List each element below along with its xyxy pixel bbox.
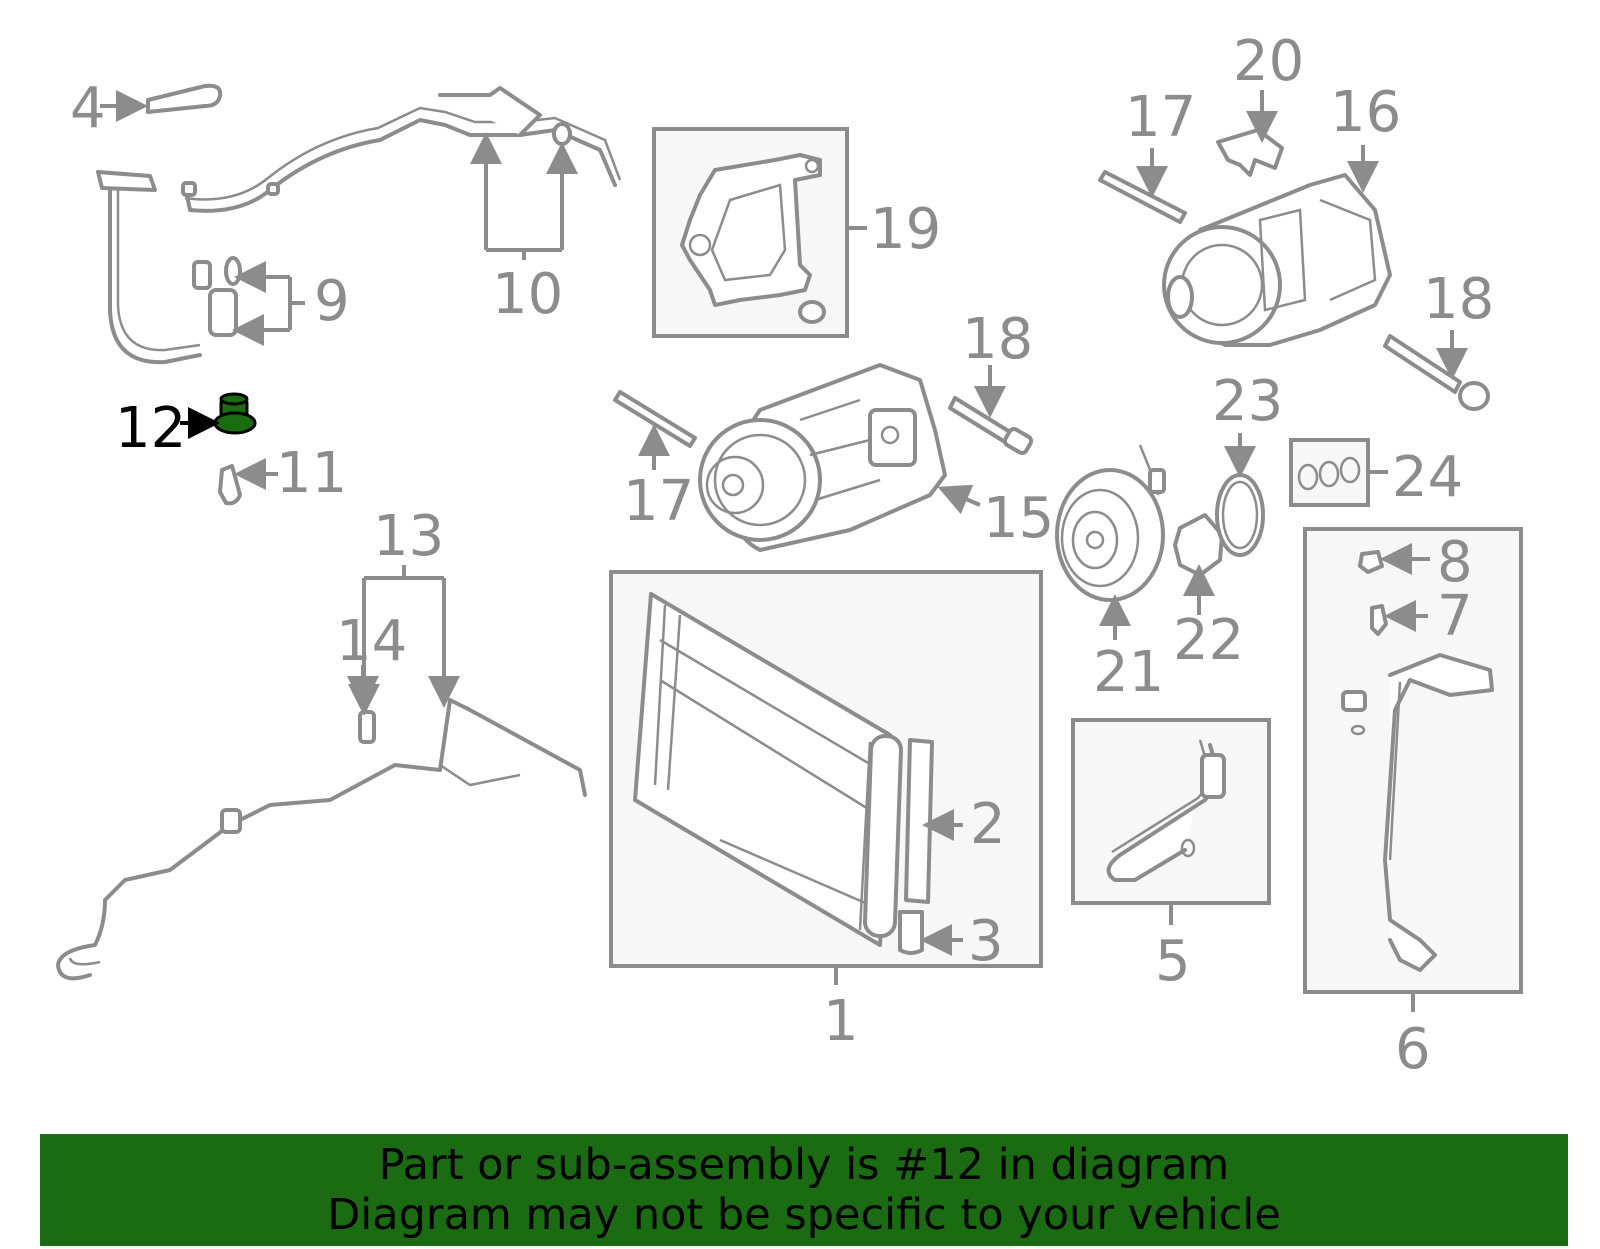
label-23: 23 [1212, 369, 1283, 434]
part-18-bolt-right [1383, 330, 1490, 411]
label-11: 11 [276, 441, 347, 506]
label-1: 1 [823, 989, 859, 1054]
part-19 [652, 127, 867, 338]
label-10: 10 [492, 262, 563, 327]
label-17-right: 17 [1125, 85, 1196, 150]
part-21 [1055, 444, 1166, 640]
label-6: 6 [1395, 1017, 1431, 1082]
banner-line-1: Part or sub-assembly is #12 in diagram [378, 1140, 1230, 1190]
label-17-left: 17 [623, 469, 694, 534]
label-3: 3 [968, 909, 1004, 974]
label-21: 21 [1093, 640, 1164, 705]
label-12: 12 [115, 396, 186, 461]
label-13: 13 [373, 504, 444, 569]
callout-10 [470, 132, 578, 260]
label-4: 4 [70, 76, 106, 141]
part-1 [609, 570, 1043, 985]
part-13 [56, 565, 587, 981]
label-14: 14 [336, 609, 407, 674]
info-banner: Part or sub-assembly is #12 in diagram D… [40, 1134, 1568, 1246]
part-6 [1303, 527, 1523, 1012]
callout-9 [232, 261, 305, 346]
label-7: 7 [1437, 584, 1473, 649]
label-group: 1 2 3 4 5 6 7 8 9 10 11 12 13 14 15 16 1… [70, 29, 1494, 1082]
part-4 [100, 83, 223, 122]
part-15 [698, 363, 981, 552]
part-12-highlighted [180, 392, 257, 439]
label-2: 2 [970, 792, 1006, 857]
label-8: 8 [1437, 530, 1473, 595]
label-19: 19 [870, 197, 941, 262]
label-5: 5 [1155, 929, 1191, 994]
part-23 [1215, 433, 1265, 557]
part-5 [1071, 718, 1271, 925]
label-9: 9 [314, 269, 350, 334]
part-18-bolt-mid [948, 365, 1034, 455]
label-15: 15 [983, 486, 1054, 551]
part-22 [1173, 513, 1224, 615]
part-10-hose [96, 86, 622, 365]
label-20: 20 [1233, 29, 1304, 94]
part-17-bolt-right [1098, 148, 1187, 224]
label-16: 16 [1330, 80, 1401, 145]
part-11 [218, 458, 278, 506]
label-18-mid: 18 [962, 307, 1033, 372]
part-17-bolt-left [613, 390, 697, 470]
part-20 [1216, 90, 1284, 177]
label-22: 22 [1173, 608, 1244, 673]
label-24: 24 [1392, 445, 1463, 510]
label-18-right: 18 [1423, 267, 1494, 332]
part-16 [1162, 145, 1392, 347]
banner-line-2: Diagram may not be specific to your vehi… [327, 1190, 1281, 1240]
part-24 [1289, 438, 1388, 507]
